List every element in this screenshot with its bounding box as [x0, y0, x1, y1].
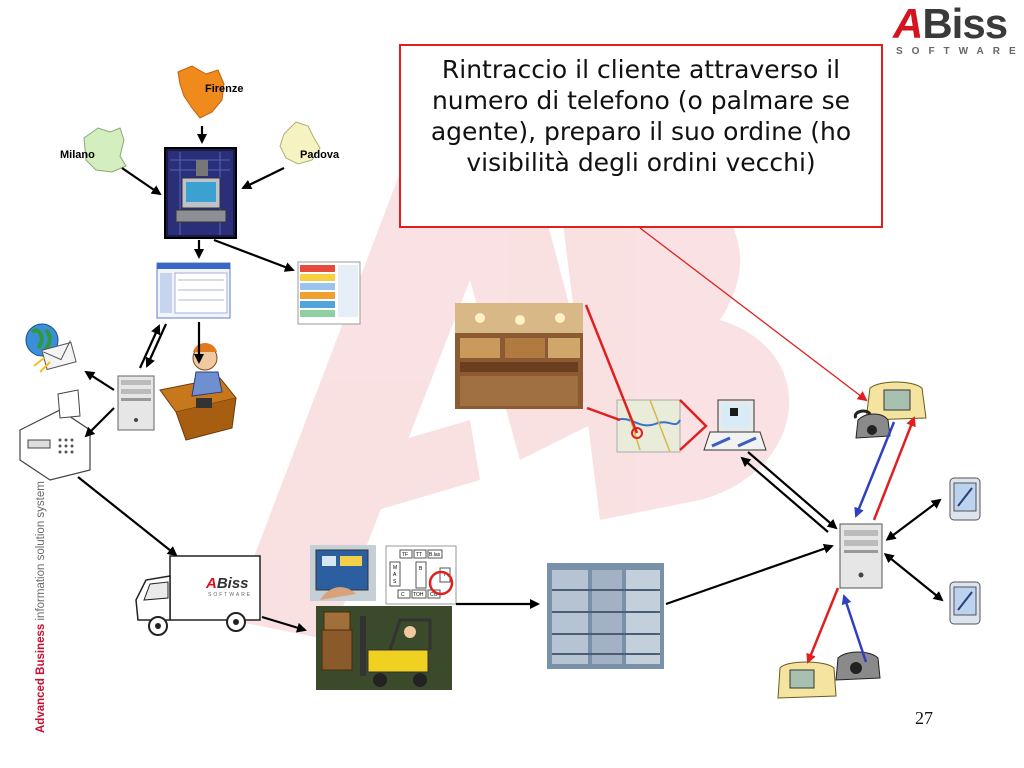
arrow-milano-to-terminal: [121, 167, 162, 196]
order-cell-c: C: [401, 592, 405, 598]
red-server-to-phone-top: [872, 416, 916, 521]
abiss-logo-software: SOFTWARE: [896, 46, 1024, 57]
order-cell-m: M: [393, 565, 397, 571]
arrow-server-to-screen: [138, 324, 161, 369]
phone-computer-icon-2: [777, 651, 881, 699]
report-table-thumbnail: [297, 261, 361, 325]
software-screen-thumbnail: [156, 262, 231, 319]
order-cell-s: S: [393, 579, 397, 585]
red-shop-to-map-line: [584, 304, 639, 434]
callout-pointer: [639, 227, 868, 402]
arrow-padova-to-terminal: [241, 167, 285, 189]
truck-logo-a: A: [205, 575, 217, 592]
logo-rest: Biss: [922, 0, 1008, 47]
forklift-icon: [316, 606, 452, 690]
blue-phone-to-server-top: [854, 421, 896, 518]
city-label-milano: Milano: [60, 149, 95, 161]
logo-letter-a: A: [893, 0, 923, 47]
abiss-logo: ABiss SOFTWARE: [893, 0, 1018, 60]
lombardy-map-icon: [83, 127, 127, 173]
arrow-server-to-globe: [84, 370, 115, 391]
touchscreen-photo: [310, 545, 376, 601]
arrow-terminal-to-report: [213, 238, 295, 272]
truck-logo: ABiss: [205, 575, 249, 592]
truck-logo-rest: Biss: [217, 575, 249, 592]
order-cell-blas: B.las: [429, 552, 441, 558]
order-cell-tf: TF: [402, 552, 408, 558]
page-number: 27: [915, 708, 933, 728]
sidebar-brand-bold: Advanced Business: [35, 623, 47, 733]
sidebar-brand-rest: information solution system: [35, 481, 47, 624]
red-server-to-phone-bottom: [806, 587, 840, 664]
globe-mail-icon: [25, 323, 77, 373]
truck-logo-software: SOFTWARE: [208, 592, 252, 598]
arrow-server-to-fax: [84, 407, 115, 438]
order-cell-a: A: [393, 572, 397, 578]
delivery-truck-icon: [135, 555, 261, 636]
handheld-pda-icon: [949, 477, 981, 521]
blue-phone-to-server-bottom: [841, 594, 868, 663]
shop-photo-icon: [455, 303, 583, 409]
warehouse-photo-icon: [547, 563, 664, 669]
handheld-pda-icon-2: [949, 581, 981, 625]
city-label-padova: Padova: [300, 149, 340, 161]
order-cell-t: T: [443, 572, 446, 578]
telephone-operator-icon: [159, 343, 237, 441]
order-cell-cg: CG: [430, 592, 438, 598]
red-shop-bottom-line: [586, 406, 621, 422]
veneto-map-icon: [279, 121, 321, 165]
city-label-firenze: Firenze: [205, 83, 244, 95]
order-cell-toh: TOH: [413, 592, 424, 598]
callout-box: Rintraccio il cliente attraverso il nume…: [399, 44, 883, 228]
arrow-server-pda-top: [885, 498, 942, 541]
order-cell-b: B: [419, 566, 423, 572]
arrow-laptop-to-server: [747, 451, 838, 530]
fax-machine-icon: [19, 389, 91, 481]
order-form-grid: TF TT B.las M A S B T C TOH CG: [385, 545, 457, 605]
computer-terminal-icon: [164, 147, 237, 239]
red-map-to-laptop-bracket: [679, 399, 708, 451]
arrow-truck-to-forklift: [261, 615, 307, 633]
abiss-logo-wordmark: ABiss: [893, 0, 1008, 48]
callout-text: Rintraccio il cliente attraverso il nume…: [430, 55, 852, 177]
arrow-screen-to-server: [145, 323, 168, 368]
arrow-fax-to-truck: [77, 476, 178, 557]
central-server-icon: [839, 523, 883, 589]
arrow-server-pda-bottom: [883, 552, 944, 602]
arrow-warehouse-to-server: [665, 543, 834, 606]
server-tower-icon: [117, 375, 155, 431]
order-cell-tt: TT: [416, 552, 422, 558]
laptop-icon: [703, 399, 767, 451]
sidebar-brand-text: Advanced Business information solution s…: [35, 481, 47, 733]
tuscany-map-icon: [177, 65, 225, 119]
phone-computer-icon: [853, 381, 927, 439]
arrow-server-to-laptop: [740, 456, 829, 533]
